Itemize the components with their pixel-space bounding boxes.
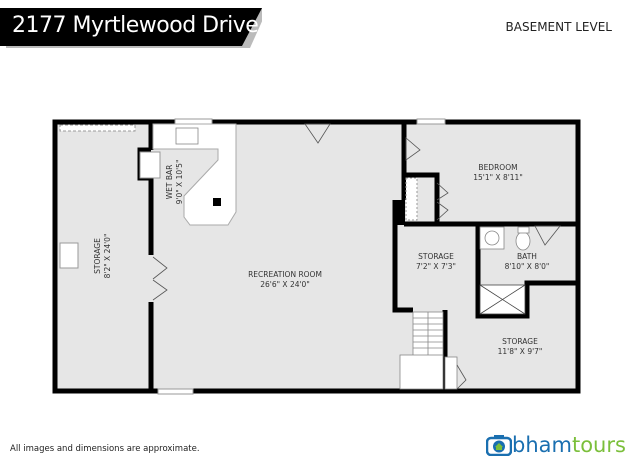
svg-text:WET BAR9'0" X 10'5": WET BAR9'0" X 10'5" bbox=[165, 160, 184, 205]
shower bbox=[479, 284, 526, 315]
svg-text:STORAGE8'2" X 24'0": STORAGE8'2" X 24'0" bbox=[93, 234, 112, 279]
room-wet-bar: WET BAR9'0" X 10'5" bbox=[165, 160, 184, 205]
title-banner bbox=[0, 8, 262, 48]
level-label: BASEMENT LEVEL bbox=[505, 20, 612, 34]
address-title: 2177 Myrtlewood Drive bbox=[12, 13, 259, 38]
outer-wall bbox=[52, 119, 581, 394]
camera-house-icon bbox=[486, 435, 512, 456]
disclaimer: All images and dimensions are approximat… bbox=[10, 444, 200, 454]
room-storage-left: STORAGE8'2" X 24'0" bbox=[93, 234, 112, 279]
